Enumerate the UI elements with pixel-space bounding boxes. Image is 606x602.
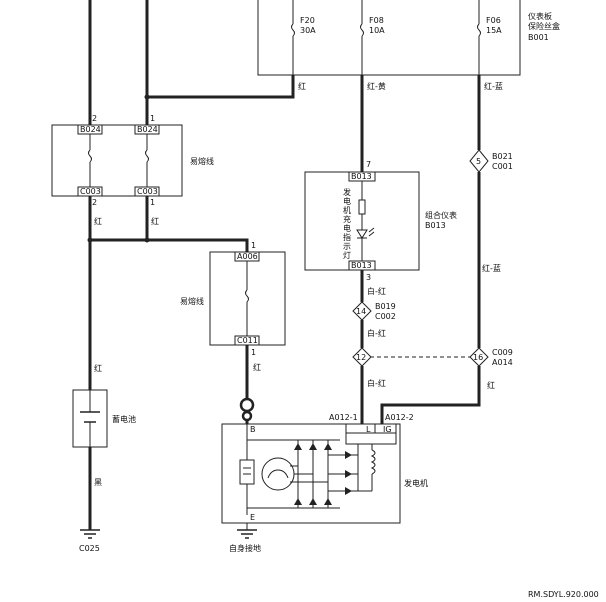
- svg-text:C001: C001: [492, 162, 513, 171]
- svg-text:充: 充: [343, 214, 351, 224]
- wire-label-red-ig: 红: [487, 380, 495, 390]
- inst-bot-conn: B013: [351, 261, 372, 270]
- link2-label: 易熔线: [180, 296, 204, 306]
- link1-pin-right-bottom: 1: [150, 198, 155, 207]
- wire-c4-gen-ig: [380, 366, 481, 432]
- fuse-box-title-2: 保险丝盒: [528, 21, 560, 31]
- battery-label: 蓄电池: [112, 414, 136, 424]
- wire-label-white-red-1: 白-红: [367, 286, 386, 296]
- wire-label-red-battery: 红: [94, 363, 102, 373]
- link1-pin-left-bottom: 2: [92, 198, 97, 207]
- svg-text:发: 发: [343, 187, 351, 197]
- wire-f20-feed: [147, 75, 295, 99]
- svg-text:C002: C002: [375, 312, 396, 321]
- link1-bot-conn-b: C003: [137, 187, 158, 196]
- link2-top-conn: A006: [237, 252, 258, 261]
- svg-text:指: 指: [343, 232, 351, 242]
- wire-label-black: 黑: [94, 478, 102, 487]
- link1-bot-conn-a: C003: [80, 187, 101, 196]
- wires: [87, 0, 481, 530]
- svg-text:B021: B021: [492, 152, 513, 161]
- inst-code: B013: [425, 221, 446, 230]
- generator: B A012-1 A012-2 L IG 发电机: [221, 397, 428, 524]
- svg-text:5: 5: [476, 157, 481, 166]
- fuse-f06-name: F06: [486, 16, 501, 25]
- svg-text:A014: A014: [492, 358, 513, 367]
- wire-label-red-r: 红: [151, 216, 159, 226]
- wire-label-white-red-2: 白-红: [367, 328, 386, 338]
- gen-term-ig: IG: [383, 425, 392, 434]
- svg-text:C009: C009: [492, 348, 513, 357]
- ground-c025-label: C025: [79, 544, 100, 553]
- svg-text:B019: B019: [375, 302, 396, 311]
- wire-labels: 红 红-黄 红-蓝 红 红 红 黑 红 白-红 白-红 白-红 红-蓝 红: [94, 81, 503, 487]
- fuse-f06-rating: 15A: [486, 26, 502, 35]
- fuse-f20-rating: 30A: [300, 26, 316, 35]
- svg-text:示: 示: [343, 242, 351, 251]
- fusible-link-1: 2 1 B024 B024 C003 C003 2 1 易熔线: [51, 114, 214, 207]
- fuse-f08-name: F08: [369, 16, 384, 25]
- svg-text:16: 16: [473, 353, 483, 362]
- ground-self: 自身接地: [229, 523, 261, 553]
- fuse-box-title-1: 仪表板: [528, 11, 552, 21]
- gen-term-l: L: [366, 425, 371, 434]
- svg-text:灯: 灯: [343, 250, 351, 260]
- link1-pin-left: 2: [92, 114, 97, 123]
- wire-label-red-l: 红: [94, 216, 102, 226]
- link2-pin-bottom: 1: [251, 348, 256, 357]
- doc-code: RM.SDYL.920.000: [528, 590, 599, 599]
- lamp-label: 发 电 机 充 电 指 示 灯: [343, 187, 351, 260]
- gen-term-b: B: [250, 425, 256, 434]
- wire-label-red-top: 红: [298, 81, 306, 91]
- connector-c4: 16 C009 A014: [469, 347, 513, 367]
- link2-bot-conn: C011: [237, 336, 258, 345]
- svg-text:12: 12: [356, 353, 366, 362]
- connector-c2: 14 B019 C002: [352, 301, 396, 321]
- gen-conn-1: A012-1: [329, 413, 358, 422]
- link1-top-conn-a: B024: [80, 125, 101, 134]
- link1-pin-right: 1: [150, 114, 155, 123]
- inst-label: 组合仪表: [425, 210, 457, 220]
- wire-to-link2: [90, 238, 249, 252]
- rectifier-diodes: [290, 440, 332, 508]
- inst-pin-top: 7: [366, 160, 371, 169]
- wire-label-red-blue-top: 红-蓝: [484, 81, 503, 91]
- gen-conn-2: A012-2: [385, 413, 414, 422]
- connector-c3: 12: [352, 347, 372, 367]
- fuse-f06: F06 15A: [477, 0, 502, 75]
- instrument-cluster: 7 B013 B013 3 组合仪表 B013 发 电 机 充 电 指 示 灯: [304, 160, 457, 282]
- svg-text:14: 14: [356, 307, 366, 316]
- inst-top-conn: B013: [351, 172, 372, 181]
- svg-text:电: 电: [343, 223, 351, 233]
- wire-label-red-gen: 红: [253, 362, 261, 372]
- link1-top-conn-b: B024: [137, 125, 158, 134]
- wire-label-white-red-3: 白-红: [367, 378, 386, 388]
- fuse-f20-name: F20: [300, 16, 315, 25]
- connector-c1: 5 B021 C001: [469, 149, 513, 173]
- ground-self-label: 自身接地: [229, 543, 261, 553]
- inst-pin-bottom: 3: [366, 273, 371, 282]
- wire-label-red-blue-mid: 红-蓝: [482, 263, 501, 273]
- ground-c025: C025: [79, 529, 100, 553]
- link2-pin-top: 1: [251, 241, 256, 250]
- fuse-f08-rating: 10A: [369, 26, 385, 35]
- fusible-link-2: 1 A006 C011 1 易熔线: [180, 241, 286, 357]
- fuse-f20: F20 30A: [291, 0, 316, 75]
- svg-text:机: 机: [343, 205, 351, 215]
- link1-label: 易熔线: [190, 156, 214, 166]
- gen-term-e: E: [250, 513, 255, 522]
- wire-label-red-yellow: 红-黄: [367, 81, 386, 91]
- fuse-box: 仪表板 保险丝盒 B001 F20 30A F08 10A F06 15A: [257, 0, 560, 76]
- fuse-box-code: B001: [528, 33, 549, 42]
- fuse-f08: F08 10A: [360, 0, 385, 75]
- gen-label: 发电机: [404, 478, 428, 488]
- svg-text:电: 电: [343, 196, 351, 206]
- battery: 蓄电池: [72, 389, 136, 448]
